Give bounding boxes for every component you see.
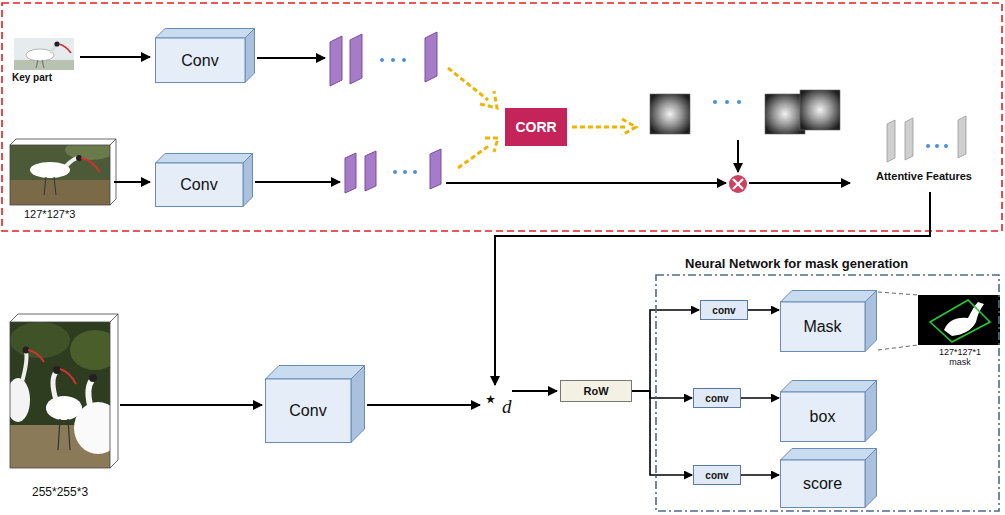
block-front xyxy=(781,302,866,352)
diagram-label: Key part xyxy=(12,72,52,83)
output-block: Mask xyxy=(780,290,877,352)
flow-arrows xyxy=(80,57,930,405)
row-box: RoW xyxy=(560,380,632,402)
conv-block: Conv xyxy=(155,28,255,83)
output-block: score xyxy=(780,448,877,508)
conv-block: Conv xyxy=(265,365,365,443)
block-face: Conv xyxy=(265,379,351,443)
ellipsis-dots xyxy=(926,144,948,148)
block-top xyxy=(266,366,365,380)
connector-arrow xyxy=(748,309,779,311)
feature-maps xyxy=(330,32,437,86)
region-outline xyxy=(656,275,999,511)
mask-network-region: Neural Network for mask generationconvMa… xyxy=(655,255,1000,513)
connector-arrow xyxy=(632,391,692,398)
block-front xyxy=(781,392,866,442)
block-front xyxy=(156,163,244,207)
block-face: Conv xyxy=(155,38,245,83)
output-block: box xyxy=(780,380,877,442)
conv-layer-box: conv xyxy=(700,300,748,320)
ellipsis-dots xyxy=(393,170,417,174)
block-front xyxy=(156,38,246,83)
block-front xyxy=(266,379,352,443)
connector-arrow xyxy=(632,310,699,391)
correlation-arrows xyxy=(448,68,636,168)
block-side xyxy=(243,154,253,207)
diagram-label: Attentive Features xyxy=(876,170,972,182)
correlation-maps xyxy=(650,90,840,134)
block-top xyxy=(156,154,253,164)
template-image xyxy=(10,139,116,205)
diagram-label: d xyxy=(502,397,512,418)
correlation-box: CORR xyxy=(505,108,567,146)
node-text: box xyxy=(810,408,836,426)
node-text: RoW xyxy=(583,385,608,397)
ellipsis-dots xyxy=(713,100,741,104)
ellipsis-dots xyxy=(380,58,406,62)
block-top xyxy=(781,381,877,393)
diagram-label: 127*127*3 xyxy=(24,208,75,220)
attentive-feature-maps xyxy=(887,116,966,162)
block-side xyxy=(865,381,877,442)
block-side xyxy=(351,366,365,443)
attention-region xyxy=(2,3,1002,231)
node-text: Conv xyxy=(289,402,326,420)
connector-arrow xyxy=(741,397,779,399)
node-text: Conv xyxy=(180,176,217,194)
node-text: Neural Network for mask generation xyxy=(685,256,908,271)
block-face: score xyxy=(780,460,865,508)
node-text: score xyxy=(803,475,842,493)
block-side xyxy=(245,29,255,83)
connector-arrow xyxy=(741,474,779,476)
block-top xyxy=(781,291,877,303)
key-part-image xyxy=(14,38,74,70)
conv-block: Conv xyxy=(155,153,253,207)
block-side xyxy=(865,449,877,508)
connector-arrow xyxy=(632,391,692,475)
node-text: Conv xyxy=(181,52,218,70)
node-text: Mask xyxy=(803,318,841,336)
feature-maps xyxy=(345,149,441,193)
diagram-label: 255*255*3 xyxy=(32,486,88,499)
node-text: CORR xyxy=(515,119,556,135)
conv-layer-box: conv xyxy=(693,465,741,485)
node-text: conv xyxy=(712,305,735,316)
block-face: box xyxy=(780,392,865,442)
conv-layer-box: conv xyxy=(693,388,741,408)
diagram-label: ⋆ xyxy=(483,386,498,412)
node-text: conv xyxy=(705,470,728,481)
block-face: Mask xyxy=(780,302,865,352)
node-text: conv xyxy=(705,393,728,404)
search-image xyxy=(6,314,122,468)
block-side xyxy=(865,291,877,352)
multiply-symbol xyxy=(729,175,747,193)
block-top xyxy=(781,449,877,461)
block-top xyxy=(156,29,255,39)
mask-thumbnail xyxy=(878,292,1000,350)
block-front xyxy=(781,460,866,508)
diagram-label: 127*127*1 mask xyxy=(933,348,987,368)
block-face: Conv xyxy=(155,163,243,207)
